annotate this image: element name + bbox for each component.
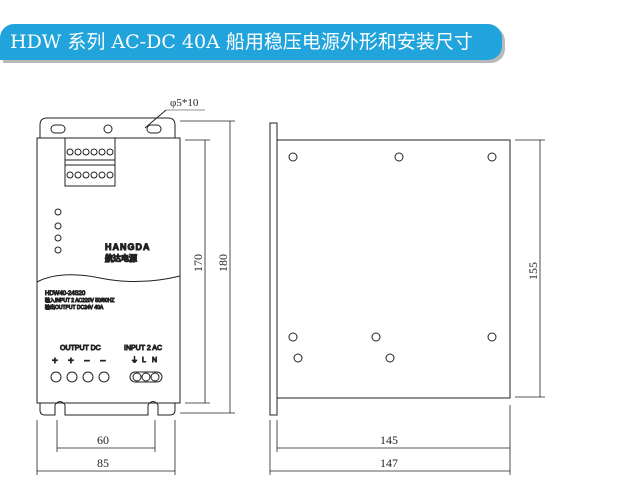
hole-label: φ5*10 [170,97,199,109]
dim-180: 180 [216,254,230,272]
side-body [276,139,511,399]
side-view [269,122,511,416]
output-terminal-screws [50,371,110,383]
input-spec: 输入INPUT 2 AC220V 50/60HZ [45,297,114,304]
page-title-banner: HDW 系列 AC-DC 40A 船用稳压电源外形和安装尺寸 [0,24,502,60]
terminal-label: − [100,356,106,367]
top-flange [39,117,176,138]
page-title: HDW 系列 AC-DC 40A 船用稳压电源外形和安装尺寸 [10,31,473,53]
indicator-leds [54,208,62,254]
bottom-flange [39,401,176,416]
terminal-label: + [68,356,74,367]
dim-170: 170 [191,254,205,272]
front-view: HANGDA 航达电源 HDW40-24S20 输入INPUT 2 AC220V… [36,97,205,416]
terminal-label: ⏚ [131,356,138,364]
signal-terminal-screws [66,148,114,179]
label-curve [36,274,181,283]
model-label: HDW40-24S20 [45,291,86,297]
dim-147: 147 [380,456,398,470]
input-terminal-screws [129,371,163,383]
dim-145: 145 [380,433,398,447]
dim-85: 85 [97,456,109,470]
terminal-label: + [52,356,58,367]
side-screws [288,152,497,363]
input-ac-label: INPUT 2 AC [124,345,162,352]
signal-terminal-block [64,137,116,187]
brand-logo: HANGDA [105,242,151,252]
horizontal-dimensions [36,405,511,475]
dim-155: 155 [526,262,540,280]
mounting-hole-left [50,124,66,134]
terminal-label: N [152,357,157,364]
side-flange [269,122,278,416]
terminal-label: − [84,356,90,367]
output-spec: 输出OUTPUT DC24V 40A [45,304,104,311]
hole-leader [144,109,167,129]
terminal-label: L [142,357,146,364]
output-dc-label: OUTPUT DC [60,345,101,352]
mounting-hole-right [146,124,162,134]
dim-60: 60 [97,433,109,447]
vertical-dimensions [180,120,545,414]
mounting-hole-center [103,124,113,134]
brand-logo-cn: 航达电源 [105,253,137,263]
